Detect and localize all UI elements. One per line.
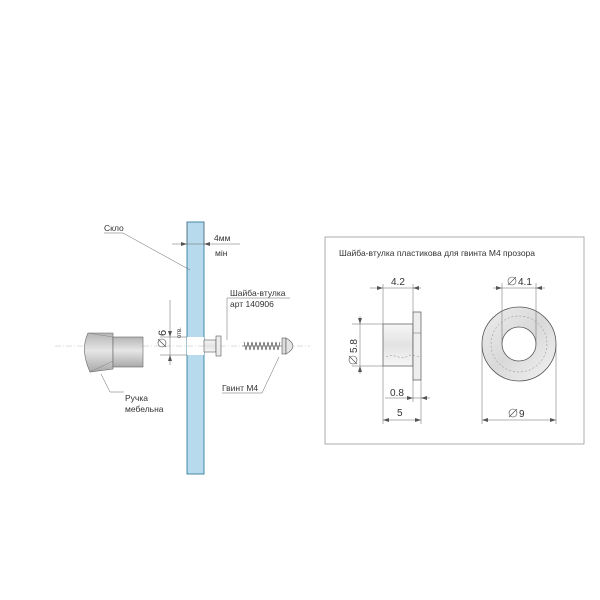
dim-flange-thickness-value: 0.8 xyxy=(390,388,404,399)
handle-label-line1: Ручка xyxy=(125,393,148,403)
handle-leader xyxy=(100,373,124,393)
glass-label: Скло xyxy=(104,223,124,233)
dim-flange-top-arrow-right xyxy=(413,286,419,290)
handle-label-line2: мебельна xyxy=(125,404,164,414)
diameter-symbol-slash xyxy=(507,276,517,286)
dim-body-diameter-value: 5.8 xyxy=(349,339,360,353)
dim-flange-thk-arrow-right xyxy=(421,396,427,400)
dim-flange-top-arrow-left xyxy=(377,286,383,290)
bushing-front-view xyxy=(481,306,557,382)
dim-total-length-value: 5 xyxy=(397,408,403,419)
thickness-unit: мін xyxy=(215,248,228,258)
dim-flange-thk-arrow-left xyxy=(407,396,413,400)
thickness-arrow-left xyxy=(181,242,187,246)
hole-note: отв. xyxy=(177,327,183,338)
dim-inner-diameter-value: 4.1 xyxy=(518,277,532,288)
diameter-symbol-icon xyxy=(508,408,518,418)
dim-inner-arrow-left xyxy=(496,286,502,290)
dim-flange-top-value: 4.2 xyxy=(391,277,405,288)
hole-arrow-top xyxy=(168,331,172,337)
hole-arrow-bottom xyxy=(168,355,172,361)
dim-total-arrow-right xyxy=(415,418,421,422)
glass-leader xyxy=(104,232,191,271)
thickness-value: 4мм xyxy=(214,233,231,243)
dim-body-arrow-top xyxy=(358,318,362,324)
diameter-symbol-slash xyxy=(508,408,518,418)
washer-leader xyxy=(226,297,290,340)
diameter-symbol-slash xyxy=(348,355,358,365)
diameter-symbol-icon xyxy=(348,355,358,365)
washer-article: арт 140906 xyxy=(230,299,274,309)
washer-label: Шайба-втулка xyxy=(230,288,286,298)
washer-bushing xyxy=(203,335,222,357)
bushing-side-view xyxy=(382,311,422,381)
thickness-arrow-right xyxy=(204,242,210,246)
m4-screw xyxy=(242,337,294,355)
screw-leader xyxy=(222,356,280,394)
dim-total-arrow-left xyxy=(383,418,389,422)
diameter-symbol-icon xyxy=(157,338,167,348)
hole-diameter-value: 6 xyxy=(157,330,169,336)
detail-title: Шайба-втулка пластикова для гвинта M4 пр… xyxy=(339,248,535,258)
dim-outer-arrow-left xyxy=(482,418,488,422)
dim-inner-arrow-right xyxy=(536,286,542,290)
furniture-handle xyxy=(84,332,144,373)
diameter-symbol-slash xyxy=(157,338,167,348)
dim-outer-arrow-right xyxy=(550,418,556,422)
dim-outer-diameter-value: 9 xyxy=(519,409,525,420)
diameter-symbol-icon xyxy=(507,276,517,286)
dim-body-arrow-bottom xyxy=(358,366,362,372)
screw-thread xyxy=(243,341,281,351)
screw-label: Гвинт M4 xyxy=(222,383,258,393)
